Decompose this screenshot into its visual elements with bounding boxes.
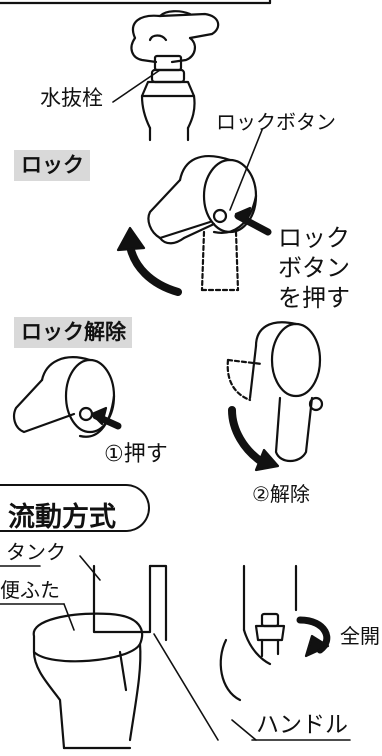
- flow-method-label: 流動方式: [8, 502, 116, 533]
- flow-method-header: 流動方式: [0, 484, 150, 533]
- step2-release-label: ②解除: [252, 482, 310, 506]
- rotate-arrow-head: [116, 226, 146, 252]
- rotate-arrow-2: [228, 406, 266, 466]
- press-lock-button-line3: を押す: [278, 284, 350, 312]
- lever-unlock-right: [226, 321, 324, 463]
- lock-button-leader: [229, 129, 263, 211]
- press-lock-button-line2: ボタン: [278, 254, 350, 282]
- lever-unlock-left: [13, 356, 116, 438]
- tank-leader: [79, 555, 101, 581]
- toilet-lid-label: 便ふた: [0, 578, 60, 602]
- unlock-tag: ロック解除: [14, 317, 132, 348]
- rotate-arrow: [126, 242, 182, 296]
- drain-plug-valve: [140, 54, 196, 142]
- handle-closeup: [219, 564, 298, 702]
- rotate-arrow-2-head: [254, 448, 280, 472]
- drain-plug-label: 水抜栓: [40, 86, 103, 110]
- lever-locked: [147, 155, 258, 292]
- handle-leader-2: [231, 719, 257, 741]
- tank-label: タンク: [6, 540, 66, 564]
- press-arrow-2-head: [90, 406, 108, 426]
- drain-plug-leader: [112, 69, 161, 103]
- hand-illustration: [130, 10, 220, 64]
- lid-leader: [63, 603, 75, 631]
- press-arrow-head: [234, 206, 252, 226]
- handle-label: ハンドル: [256, 712, 348, 738]
- handle-leader-1: [153, 633, 219, 741]
- step1-press-label: ①押す: [104, 442, 168, 467]
- press-lock-button-line1: ロック: [278, 224, 350, 252]
- open-arrow-head: [304, 634, 330, 658]
- lock-button-label: ロックボタン: [216, 110, 336, 134]
- full-open-label: 全開: [340, 624, 380, 648]
- lock-tag: ロック: [14, 150, 90, 181]
- toilet-illustration: [32, 564, 168, 750]
